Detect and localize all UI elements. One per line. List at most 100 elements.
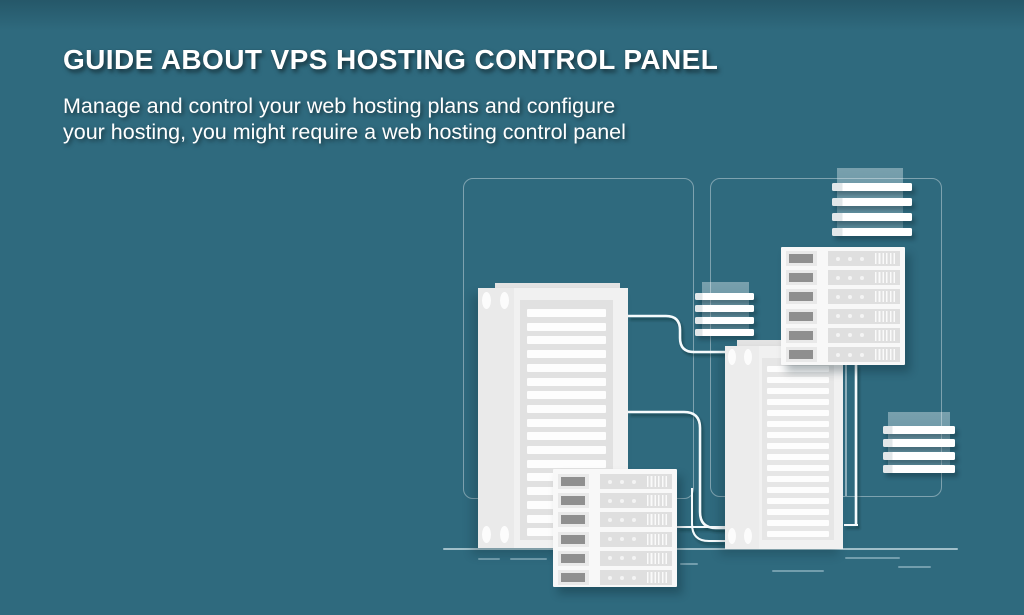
tower-left-cap: [495, 283, 620, 290]
server-bay: [600, 531, 672, 547]
rack-row: [786, 289, 900, 305]
hub-bar: [832, 198, 912, 206]
led-dot: [620, 479, 624, 484]
drive-chip: [789, 254, 813, 263]
wire-bottom-curve: [691, 488, 727, 542]
server-bay: [828, 347, 900, 362]
led-dot: [836, 333, 840, 338]
led-dot: [836, 275, 840, 280]
led-dot: [860, 294, 864, 299]
led-dot: [632, 517, 636, 522]
server-bay: [600, 493, 672, 509]
ground-dash: [478, 558, 500, 560]
server-bay: [600, 570, 672, 585]
vent-stripe: [527, 404, 606, 413]
vent-stripe: [767, 366, 829, 372]
drive-chip: [789, 292, 813, 302]
drive-cell: [558, 493, 589, 509]
subtitle-line-1: Manage and control your web hosting plan…: [63, 94, 616, 118]
network-hub-top-right-icon: [832, 168, 912, 238]
rack-row: [558, 474, 672, 489]
screw-icon: [728, 528, 736, 544]
hub-bar: [832, 228, 912, 236]
led-dot: [632, 479, 636, 484]
led-dot: [620, 556, 624, 561]
vent-grill: [647, 476, 669, 487]
drive-chip: [789, 311, 813, 321]
vent-stripe: [767, 410, 829, 416]
vent-stripe: [527, 377, 606, 386]
vent-stripe: [527, 459, 606, 468]
ground-dash: [510, 558, 547, 560]
rack-row: [558, 531, 672, 547]
hub-bar: [883, 439, 955, 447]
drive-cell: [558, 570, 589, 585]
led-dot: [632, 575, 636, 580]
server-bay: [828, 270, 900, 286]
drive-chip: [789, 350, 813, 359]
led-dot: [608, 575, 612, 580]
vent-stripe: [767, 432, 829, 438]
server-bay: [600, 550, 672, 566]
rack-row: [558, 570, 672, 585]
hub-bar: [695, 305, 754, 312]
screw-icon: [744, 349, 752, 365]
server-bay: [828, 308, 900, 324]
vent-grill: [875, 253, 897, 264]
ground-dash: [845, 557, 900, 559]
drive-chip: [561, 496, 585, 506]
vent-stripe: [527, 309, 606, 317]
led-dot: [608, 537, 612, 542]
led-dot: [848, 294, 852, 299]
drive-cell: [786, 308, 817, 324]
subtitle-line-2: your hosting, you might require a web ho…: [63, 120, 626, 144]
server-bay: [828, 251, 900, 266]
tower-side-panel: [478, 288, 514, 548]
vent-stripe: [767, 498, 829, 504]
vent-grill: [875, 349, 897, 360]
led-dot: [860, 352, 864, 357]
server-bay: [828, 327, 900, 343]
drive-chip: [561, 515, 585, 525]
led-dot: [608, 517, 612, 522]
hub-bar: [883, 452, 955, 460]
vent-stripe: [527, 336, 606, 345]
ground-dash: [680, 563, 698, 565]
rack-row: [786, 270, 900, 286]
vent-stripe: [767, 509, 829, 515]
led-dot: [620, 537, 624, 542]
vent-grill: [647, 533, 669, 545]
ground-dash: [898, 566, 931, 568]
screw-icon: [744, 528, 752, 544]
header: GUIDE ABOUT VPS HOSTING CONTROL PANEL Ma…: [63, 44, 718, 145]
page-title: GUIDE ABOUT VPS HOSTING CONTROL PANEL: [63, 44, 719, 75]
vent-grill: [875, 291, 897, 303]
vent-grill: [875, 272, 897, 284]
led-dot: [860, 256, 864, 261]
drive-cell: [558, 512, 589, 528]
led-dot: [836, 352, 840, 357]
vent-stripe: [767, 399, 829, 405]
vent-grill: [647, 572, 669, 583]
vent-stripe: [527, 363, 606, 372]
led-dot: [848, 333, 852, 338]
ground-line: [443, 548, 958, 550]
led-dot: [632, 556, 636, 561]
vent-stripe: [527, 391, 606, 400]
vent-grill: [875, 329, 897, 341]
vent-stripe: [767, 476, 829, 482]
vent-stripe: [767, 388, 829, 394]
vent-stripe: [527, 350, 606, 359]
drive-chip: [561, 573, 585, 582]
ground-dash: [772, 570, 824, 572]
drive-cell: [786, 251, 817, 266]
tower-vent-panel: [762, 358, 834, 540]
vent-stripe: [767, 377, 829, 383]
screw-icon: [500, 526, 509, 543]
server-bay: [600, 474, 672, 489]
led-dot: [848, 275, 852, 280]
led-dot: [632, 498, 636, 503]
led-dot: [632, 537, 636, 542]
